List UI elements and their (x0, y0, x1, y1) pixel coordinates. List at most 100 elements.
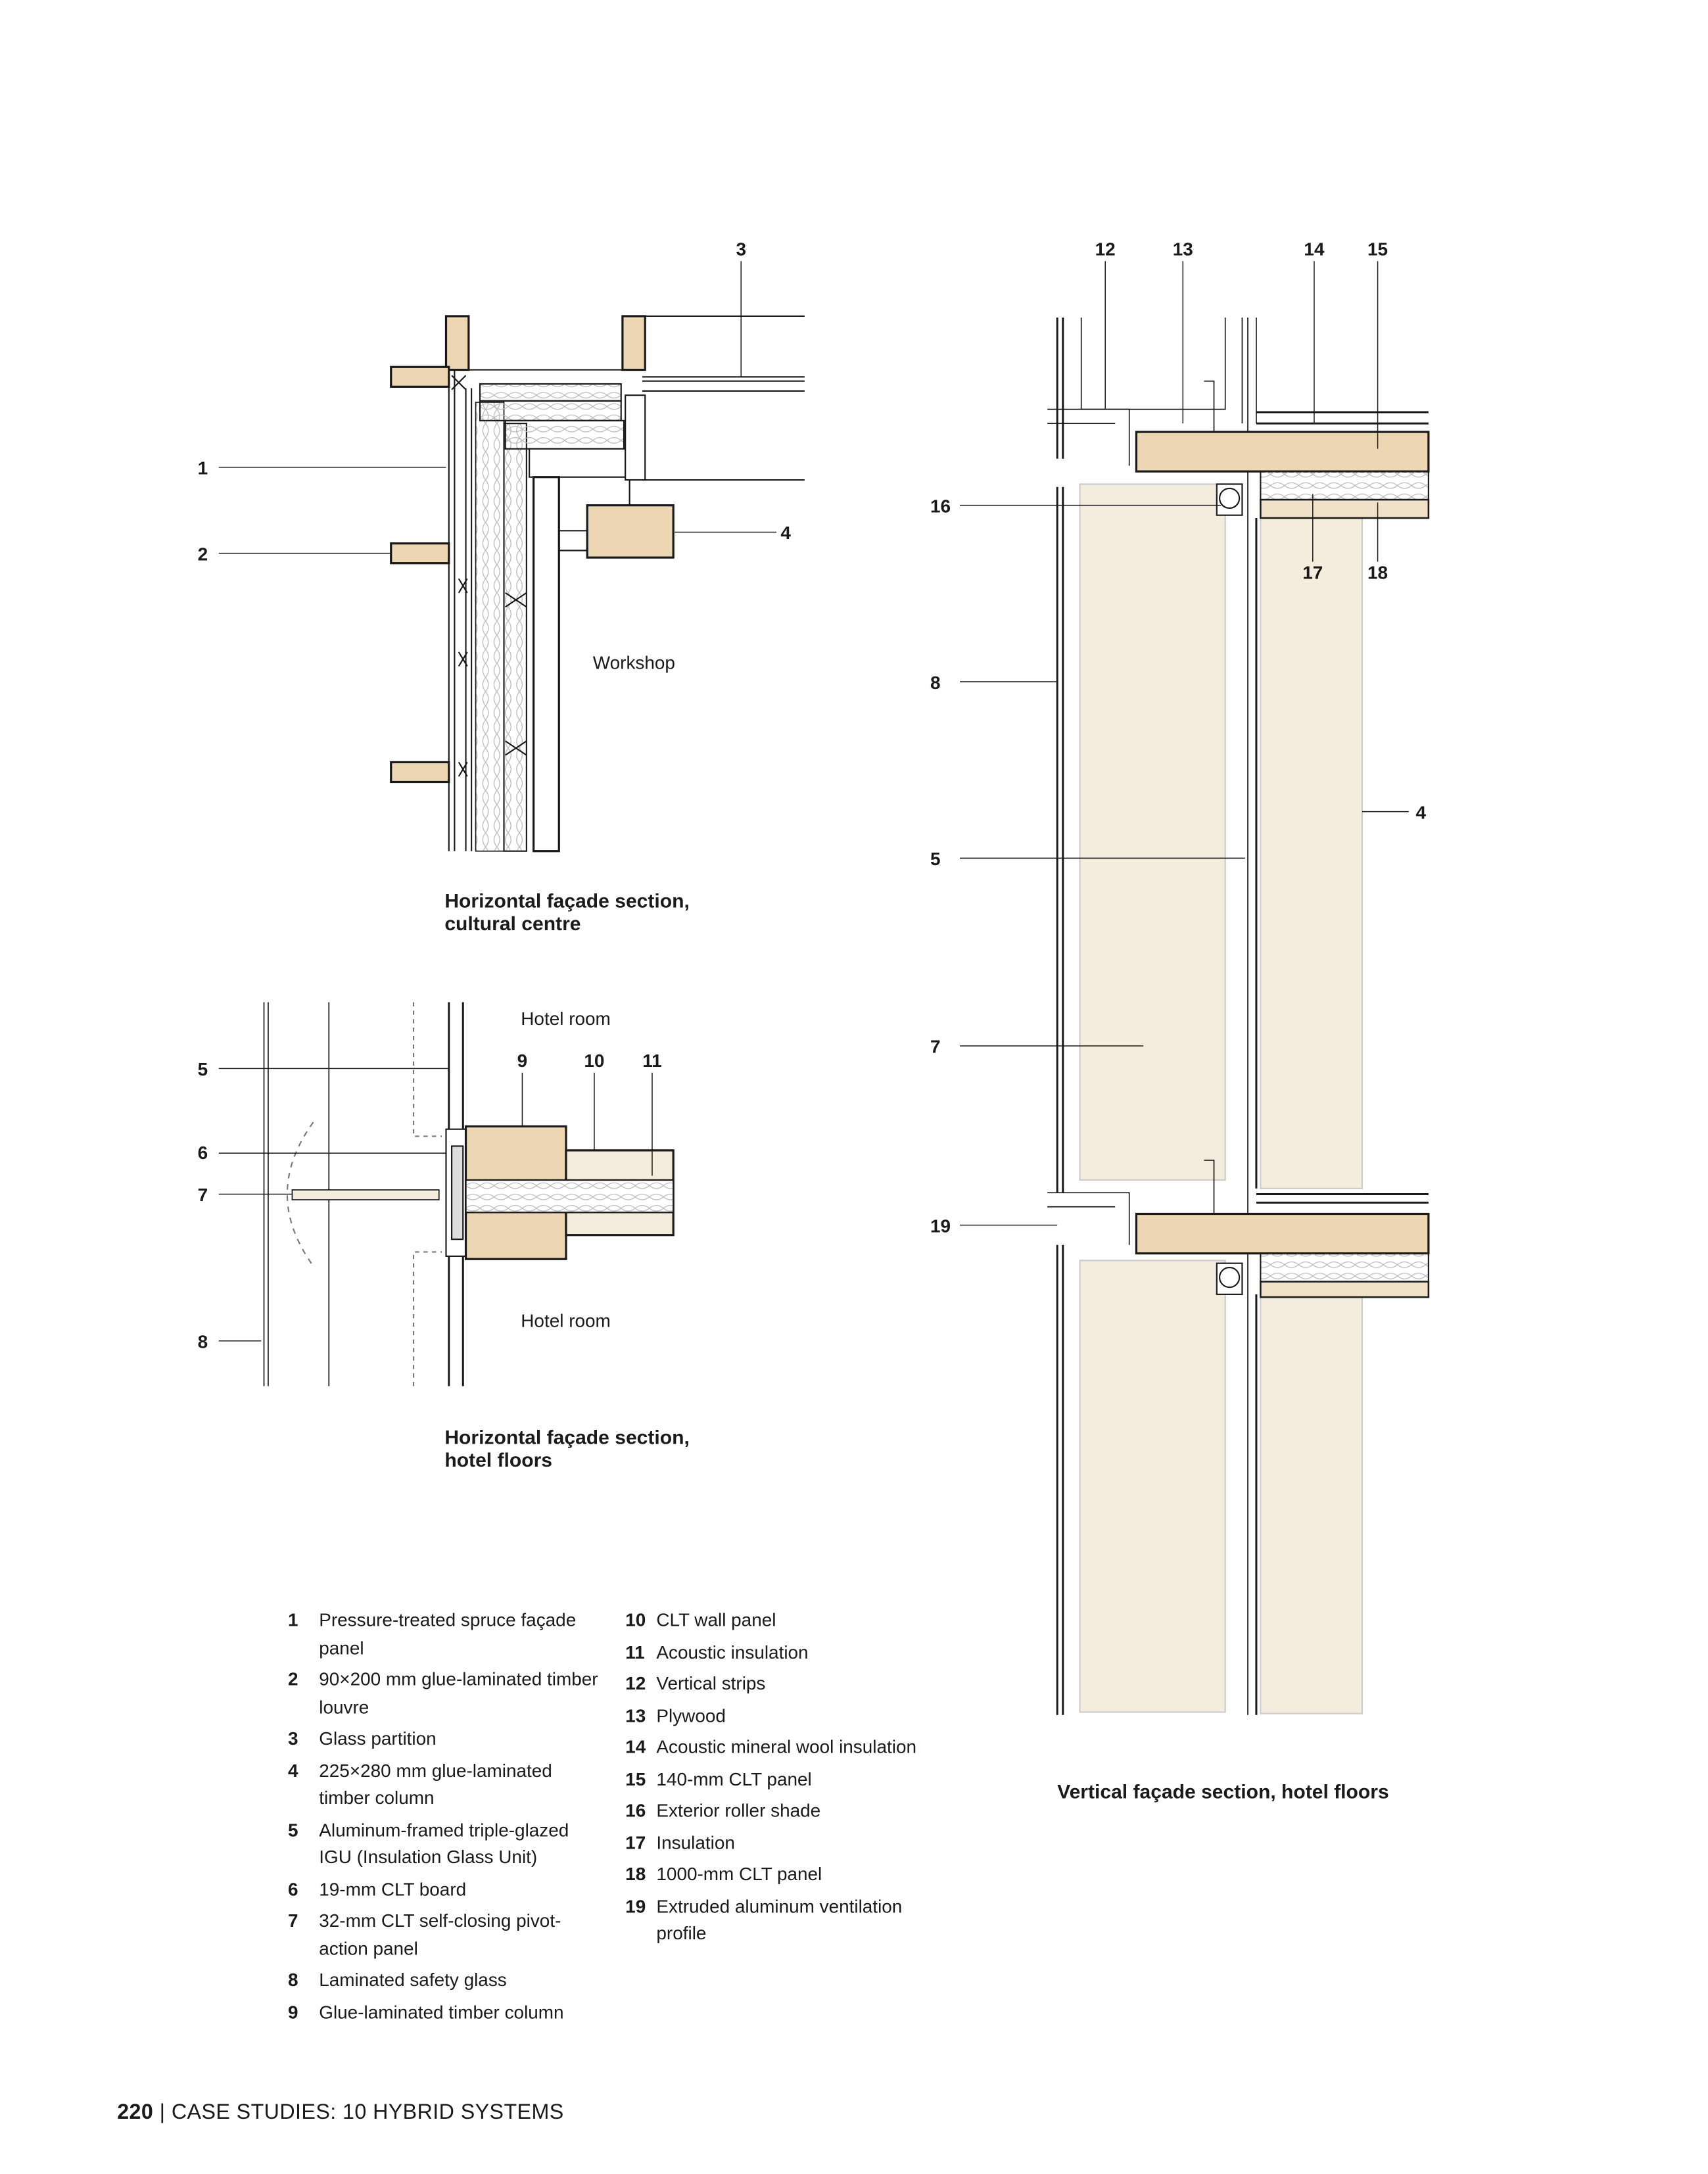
legend-text: 1000-mm CLT panel (656, 1863, 822, 1885)
legend-item: 3 Glass partition (288, 1725, 602, 1753)
legend-text: Insulation (656, 1831, 735, 1853)
callout-1: 1 (197, 457, 208, 479)
legend-text: Glue-laminated timber column (319, 2000, 564, 2022)
room-label-workshop: Workshop (592, 651, 675, 674)
callout-8: 8 (197, 1331, 208, 1352)
caption-line: Horizontal façade section, (444, 1425, 690, 1448)
legend-number: 8 (288, 1969, 298, 1991)
room-label-hotel-bottom: Hotel room (521, 1310, 611, 1331)
legend-number: 1 (288, 1609, 298, 1630)
legend-number: 10 (625, 1609, 646, 1630)
louvre (390, 366, 450, 388)
hotel-vertical-section (960, 261, 1430, 1715)
caption-cultural-centre: Horizontal façade section,cultural centr… (444, 889, 689, 935)
legend-column-1: 1 Pressure-treated spruce façade panel 2 90… (288, 1606, 602, 2029)
legend-number: 7 (288, 1910, 298, 1931)
legend-number: 6 (288, 1878, 298, 1899)
callout-11: 11 (642, 1050, 662, 1072)
legend-item: 11 Acoustic insulation (625, 1638, 939, 1666)
legend-item: 19 Extruded aluminum ventilation profile (625, 1892, 939, 1947)
callout-9: 9 (517, 1050, 528, 1072)
legend-text: 19-mm CLT board (319, 1878, 467, 1899)
legend-item: 9 Glue-laminated timber column (288, 1998, 602, 2025)
louvre (390, 542, 450, 565)
legend-item: 8 Laminated safety glass (288, 1966, 602, 1994)
callout-2: 2 (197, 543, 208, 565)
legend-text: Vertical strips (656, 1672, 766, 1694)
legend-number: 2 (288, 1668, 298, 1690)
legend-item: 10 CLT wall panel (625, 1606, 939, 1634)
callout-14: 14 (1304, 238, 1325, 260)
legend-text: Exterior roller shade (656, 1799, 821, 1821)
timber-column (586, 504, 675, 559)
caption-hotel-vertical: Vertical façade section, hotel floors (1057, 1780, 1389, 1803)
legend-number: 12 (625, 1672, 646, 1694)
page-footer: 220 | CASE STUDIES: 10 HYBRID SYSTEMS (117, 2100, 563, 2125)
legend-number: 17 (625, 1831, 646, 1853)
legend-text: Acoustic insulation (656, 1641, 809, 1663)
room-label-hotel-top: Hotel room (521, 1008, 611, 1029)
legend-text: 225×280 mm glue-laminated timber column (319, 1759, 552, 1808)
legend-number: 11 (625, 1641, 645, 1663)
legend-item: 6 19-mm CLT board (288, 1875, 602, 1902)
callout-17: 17 (1302, 561, 1323, 583)
legend-text: Extruded aluminum ventilation profile (656, 1895, 903, 1944)
legend-number: 15 (625, 1768, 646, 1789)
legend-item: 18 1000-mm CLT panel (625, 1860, 939, 1888)
callout-8-vertical: 8 (930, 672, 941, 694)
callout-18: 18 (1367, 561, 1388, 583)
louvre-post (444, 315, 470, 371)
callout-5: 5 (197, 1058, 208, 1080)
callout-7: 7 (197, 1184, 208, 1206)
callout-12: 12 (1095, 238, 1116, 260)
legend-number: 5 (288, 1818, 298, 1840)
legend-text: Pressure-treated spruce façade panel (319, 1609, 577, 1658)
louvre (390, 761, 450, 784)
callout-6: 6 (197, 1142, 208, 1164)
callout-10: 10 (584, 1050, 605, 1072)
legend-column-2: 10 CLT wall panel 11 Acoustic insulation 12 V… (625, 1606, 939, 1951)
legend-item: 13 Plywood (625, 1701, 939, 1729)
hotel-horizontal-section (218, 1002, 675, 1386)
legend-item: 17 Insulation (625, 1829, 939, 1856)
callout-4-vertical: 4 (1415, 801, 1427, 823)
louvre-post (621, 315, 646, 371)
legend-number: 14 (625, 1736, 646, 1758)
pivot-panel (291, 1189, 440, 1200)
footer-separator: | (159, 2100, 166, 2125)
legend-text: CLT wall panel (656, 1609, 776, 1630)
legend-number: 19 (625, 1895, 646, 1916)
legend-number: 18 (625, 1863, 646, 1885)
legend-text: 90×200 mm glue-laminated timber louvre (319, 1668, 598, 1717)
legend-text: Acoustic mineral wool insulation (656, 1736, 917, 1758)
callout-15: 15 (1367, 238, 1388, 260)
legend-text: 140-mm CLT panel (656, 1768, 812, 1789)
legend-text: Aluminum-framed triple-glazed IGU (Insul… (319, 1818, 569, 1868)
legend-number: 16 (625, 1799, 646, 1821)
legend-item: 15 140-mm CLT panel (625, 1765, 939, 1793)
legend-item: 16 Exterior roller shade (625, 1797, 939, 1824)
legend-item: 1 Pressure-treated spruce façade panel (288, 1606, 602, 1661)
legend-number: 13 (625, 1704, 646, 1726)
legend-item: 4 225×280 mm glue-laminated timber column (288, 1757, 602, 1812)
caption-line: cultural centre (444, 912, 581, 935)
page-number: 220 (117, 2100, 154, 2125)
legend-item: 2 90×200 mm glue-laminated timber louvre (288, 1666, 602, 1721)
legend-number: 9 (288, 2000, 298, 2022)
callout-3: 3 (736, 238, 746, 260)
legend-item: 7 32-mm CLT self-closing pivot-action pan… (288, 1907, 602, 1962)
legend-text: 32-mm CLT self-closing pivot-action pane… (319, 1910, 561, 1959)
legend-text: Plywood (656, 1704, 726, 1726)
cultural-centre-section (218, 261, 805, 853)
legend-text: Glass partition (319, 1728, 437, 1749)
legend-text: Laminated safety glass (319, 1969, 507, 1991)
clt-panel (532, 476, 560, 853)
caption-hotel-horizontal: Horizontal façade section,hotel floors (444, 1426, 689, 1471)
legend-number: 3 (288, 1728, 298, 1749)
callout-5-vertical: 5 (930, 848, 941, 870)
legend-number: 4 (288, 1759, 298, 1781)
callout-7-vertical: 7 (930, 1035, 941, 1058)
callout-4: 4 (780, 522, 791, 544)
